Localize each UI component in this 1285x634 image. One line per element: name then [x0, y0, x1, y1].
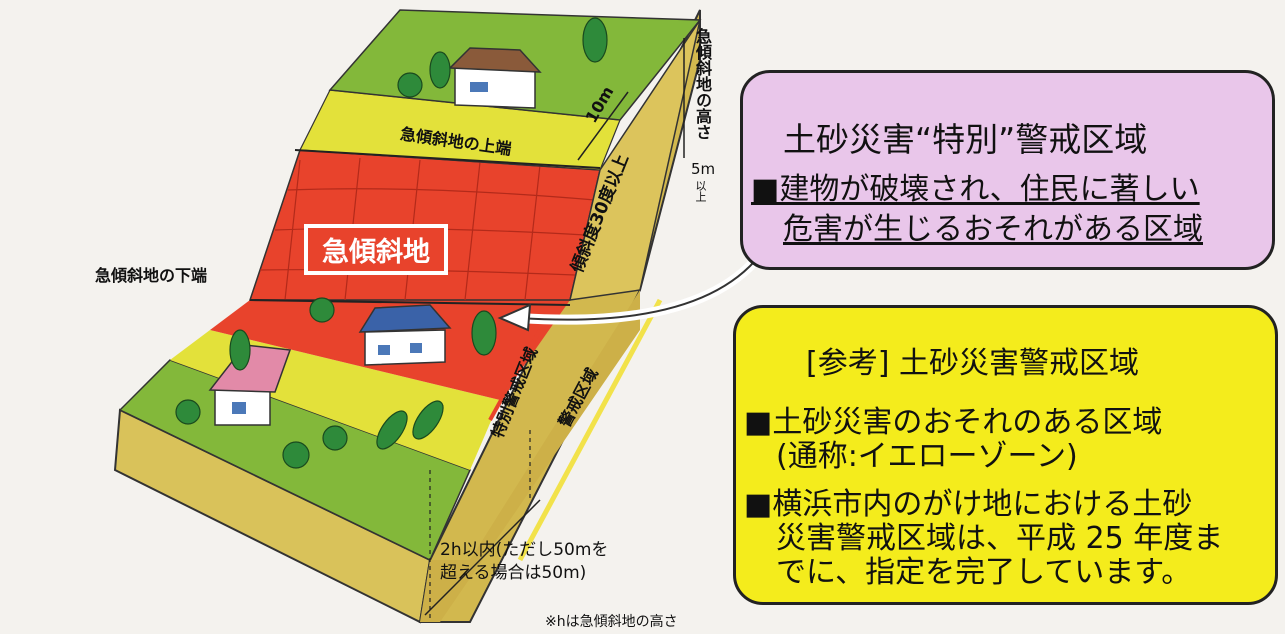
- reference-item2-line1: ■横浜市内のがけ地における土砂: [744, 487, 1193, 522]
- special-box-line2: 危害が生じるおそれがある区域: [783, 212, 1203, 247]
- steep-slope-label: 急傾斜地: [304, 224, 448, 275]
- special-box-line1: ■建物が破壊され、住民に著しい: [751, 172, 1200, 207]
- distance-label-line1: 2h以内(ただし50mを: [440, 540, 609, 560]
- reference-item2-line3: でに、指定を完了しています。: [776, 555, 1192, 590]
- slope-bottom-line: [249, 299, 571, 306]
- reference-box: [参考] 土砂災害警戒区域 ■土砂災害のおそれのある区域 (通称:イエローゾーン…: [733, 305, 1278, 605]
- soil-side-face-lower: [420, 290, 640, 622]
- slope-top-line: [294, 149, 601, 169]
- footnote: ※hは急傾斜地の高さ: [545, 614, 678, 630]
- slope-bottom-label: 急傾斜地の下端: [95, 266, 208, 285]
- reference-item1-line2: (通称:イエローゾーン): [776, 439, 1078, 474]
- zone-line-inner: [488, 329, 542, 421]
- slope-side-face: [569, 19, 701, 301]
- trees: [175, 17, 608, 469]
- special-warning-box: 土砂災害“特別”警戒区域 ■建物が破壊され、住民に著しい 危害が生じるおそれがあ…: [740, 70, 1275, 270]
- reference-item1-line1: ■土砂災害のおそれのある区域: [744, 405, 1163, 440]
- height-label: 急傾斜地の高さ: [693, 28, 712, 140]
- ten-m-arrow: [577, 91, 629, 161]
- zone-line-outer: [517, 298, 663, 562]
- distance-label-line2: 超える場合は50m): [440, 563, 587, 583]
- distance-arrow: [424, 499, 541, 616]
- reference-box-title: [参考] 土砂災害警戒区域: [806, 346, 1139, 381]
- house-middle: [358, 304, 452, 366]
- reference-item2-line2: 災害警戒区域は、平成 25 年度ま: [776, 521, 1224, 556]
- house-upper: [448, 47, 542, 109]
- five-m-label: 5m: [691, 160, 716, 178]
- ijou-label: 以上: [694, 180, 707, 202]
- special-box-title: 土砂災害“特別”警戒区域: [783, 120, 1148, 159]
